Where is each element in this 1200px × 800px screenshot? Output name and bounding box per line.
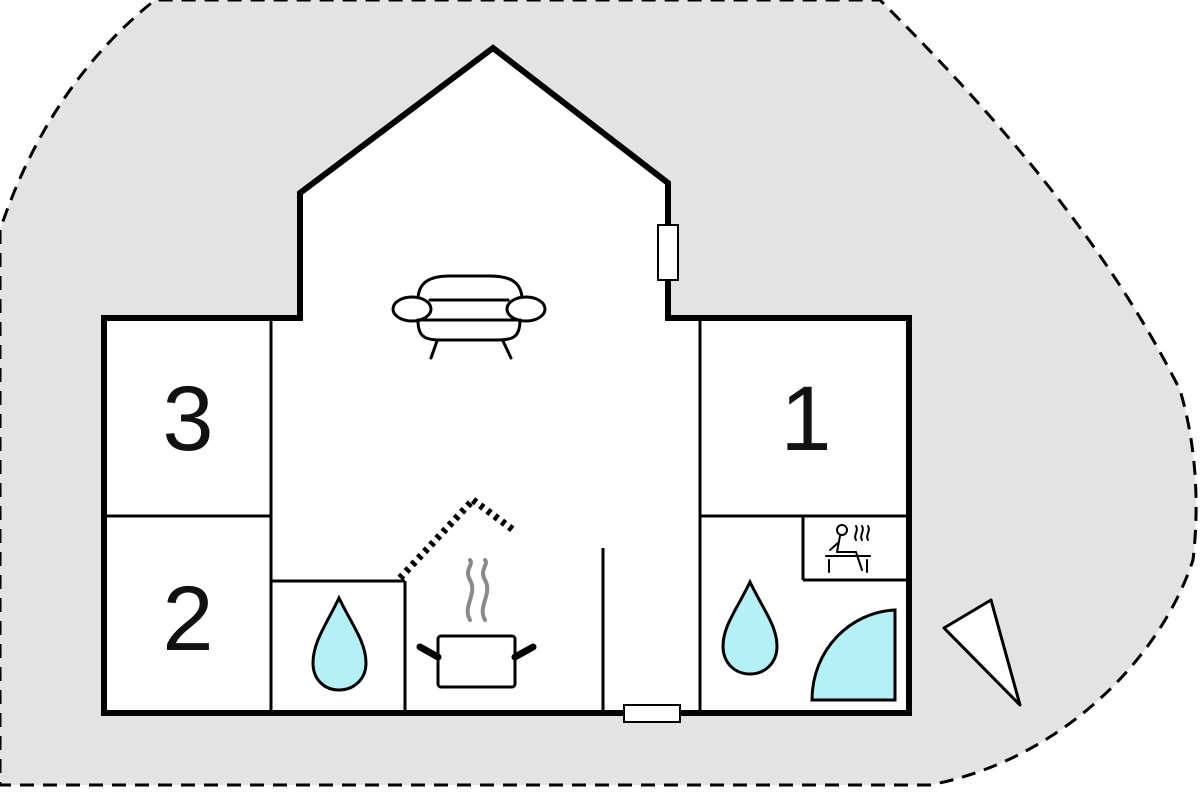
entrance-door <box>623 704 681 723</box>
interior-walls <box>104 318 909 713</box>
room-number-1: 1 <box>780 368 831 470</box>
sauna-icon <box>825 524 871 573</box>
sofa-icon <box>391 274 547 360</box>
room-number-2: 2 <box>162 568 213 670</box>
water-drop-icon <box>311 594 368 692</box>
shower-icon <box>810 608 897 702</box>
north-arrow-icon <box>942 598 1022 707</box>
window <box>657 224 679 281</box>
cooking-pot-icon <box>416 558 537 689</box>
water-drop-icon <box>721 578 779 676</box>
house-floor <box>104 48 909 713</box>
room-number-3: 3 <box>162 368 213 470</box>
